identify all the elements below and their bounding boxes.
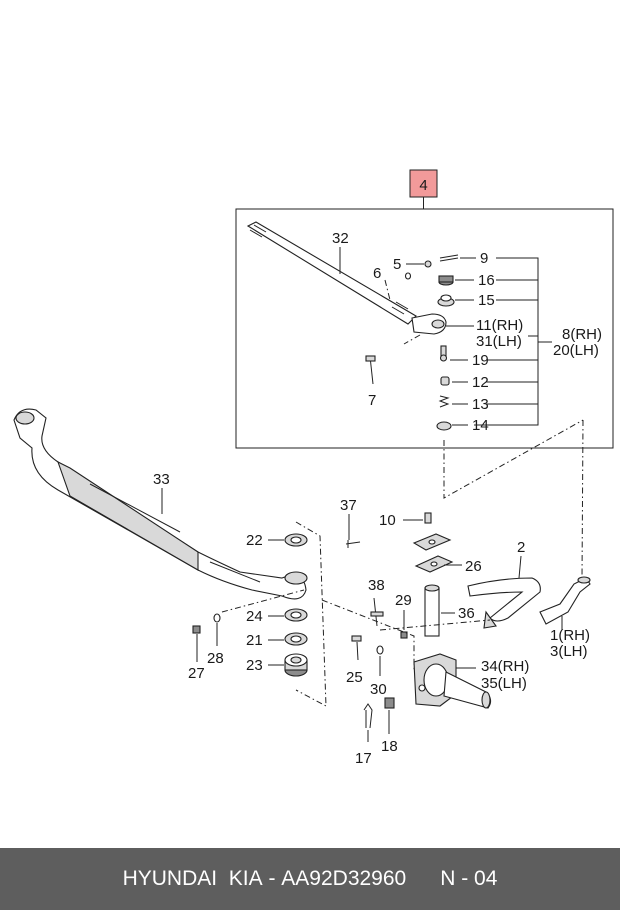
leader-2	[518, 555, 522, 579]
bolt-part-37	[345, 540, 361, 548]
king-pin-stack-dash	[295, 521, 327, 707]
label-19: 19	[472, 352, 489, 369]
label-33: 33	[153, 471, 170, 488]
label-18: 18	[381, 738, 398, 755]
tie-rod-end-part-11	[411, 313, 447, 335]
label-1-rh: 1(RH)	[550, 627, 590, 644]
cover-plate-part-26	[412, 533, 454, 573]
label-10: 10	[379, 512, 396, 529]
washer-part-21	[284, 632, 308, 646]
label-5: 5	[393, 256, 401, 273]
assembly-dash-link	[443, 419, 584, 499]
king-pin-part-36	[424, 584, 440, 637]
label-31-lh: 31(LH)	[476, 333, 522, 350]
cotter-pin-part-9	[439, 254, 459, 262]
bracket-8-20	[474, 257, 552, 426]
steering-arm-part-2	[467, 577, 541, 629]
grease-fitting-part-10	[424, 512, 432, 524]
castle-nut-part-16	[438, 275, 454, 286]
plug-part-14	[436, 421, 452, 431]
assembly-tag-label: 4	[419, 177, 427, 194]
label-23: 23	[246, 657, 263, 674]
end-link-dash	[403, 334, 421, 345]
nut-part-27	[192, 625, 201, 634]
label-36: 36	[458, 605, 475, 622]
shim-part-24	[284, 608, 308, 622]
label-20-lh: 20(LH)	[553, 342, 599, 359]
tie-rod-part-32	[246, 221, 417, 325]
label-37: 37	[340, 497, 357, 514]
clip-part-6	[404, 272, 412, 280]
label-2: 2	[517, 539, 525, 556]
bearing-part-23	[284, 653, 308, 677]
tie-rod-assembly-frame	[235, 208, 614, 449]
nut-part-5	[424, 260, 432, 268]
label-30: 30	[370, 681, 387, 698]
washer-part-30	[376, 645, 384, 655]
cotter-pin-part-17	[363, 703, 373, 729]
label-15: 15	[478, 292, 495, 309]
bolt-part-7	[365, 355, 376, 385]
ball-seat-part-12	[440, 376, 450, 386]
label-13: 13	[472, 396, 489, 413]
diagram-footer-bar: HYUNDAI KIA - AA92D32960 N - 04	[0, 848, 620, 910]
spring-part-13	[438, 395, 450, 408]
leader-6	[384, 279, 391, 301]
label-7: 7	[368, 392, 376, 409]
exploded-parts-diagram: 4 32 11(RH) 31(LH) 5 6	[13, 169, 614, 767]
arm-dash	[379, 619, 491, 631]
washer-part-28	[213, 613, 221, 623]
footer-part-number: AA92D32960	[281, 867, 407, 890]
label-32: 32	[332, 230, 349, 247]
seal-part-15	[437, 294, 455, 307]
label-21: 21	[246, 632, 263, 649]
label-34-rh: 34(RH)	[481, 658, 529, 675]
label-3-lh: 3(LH)	[550, 643, 588, 660]
label-25: 25	[346, 669, 363, 686]
label-26: 26	[465, 558, 482, 575]
axle-to-nut-dash	[221, 589, 305, 613]
shim-part-22	[284, 533, 308, 547]
label-8-rh: 8(RH)	[562, 326, 602, 343]
label-28: 28	[207, 650, 224, 667]
ball-stud-part-19	[439, 345, 448, 362]
label-29: 29	[395, 592, 412, 609]
nut-part-18	[384, 697, 395, 709]
tie-rod-end-part-1	[539, 576, 591, 625]
label-17: 17	[355, 750, 372, 767]
steering-knuckle-part-34	[413, 653, 492, 709]
label-12: 12	[472, 374, 489, 391]
footer-brand: HYUNDAI KIA	[122, 867, 263, 890]
footer-separator: -	[262, 867, 282, 890]
bolt-part-29	[400, 631, 408, 639]
assembly-tag-box	[409, 169, 438, 198]
label-16: 16	[478, 272, 495, 289]
bolt-part-25	[351, 635, 362, 661]
label-38: 38	[368, 577, 385, 594]
tie-rod-end-dash	[581, 419, 584, 579]
label-6: 6	[373, 265, 381, 282]
front-axle-beam-part-33	[13, 408, 308, 600]
label-11-rh: 11(RH)	[476, 317, 523, 334]
label-9: 9	[480, 250, 488, 267]
footer-page-code: N - 04	[440, 867, 498, 890]
label-22: 22	[246, 532, 263, 549]
label-27: 27	[188, 665, 205, 682]
label-24: 24	[246, 608, 263, 625]
label-35-lh: 35(LH)	[481, 675, 527, 692]
